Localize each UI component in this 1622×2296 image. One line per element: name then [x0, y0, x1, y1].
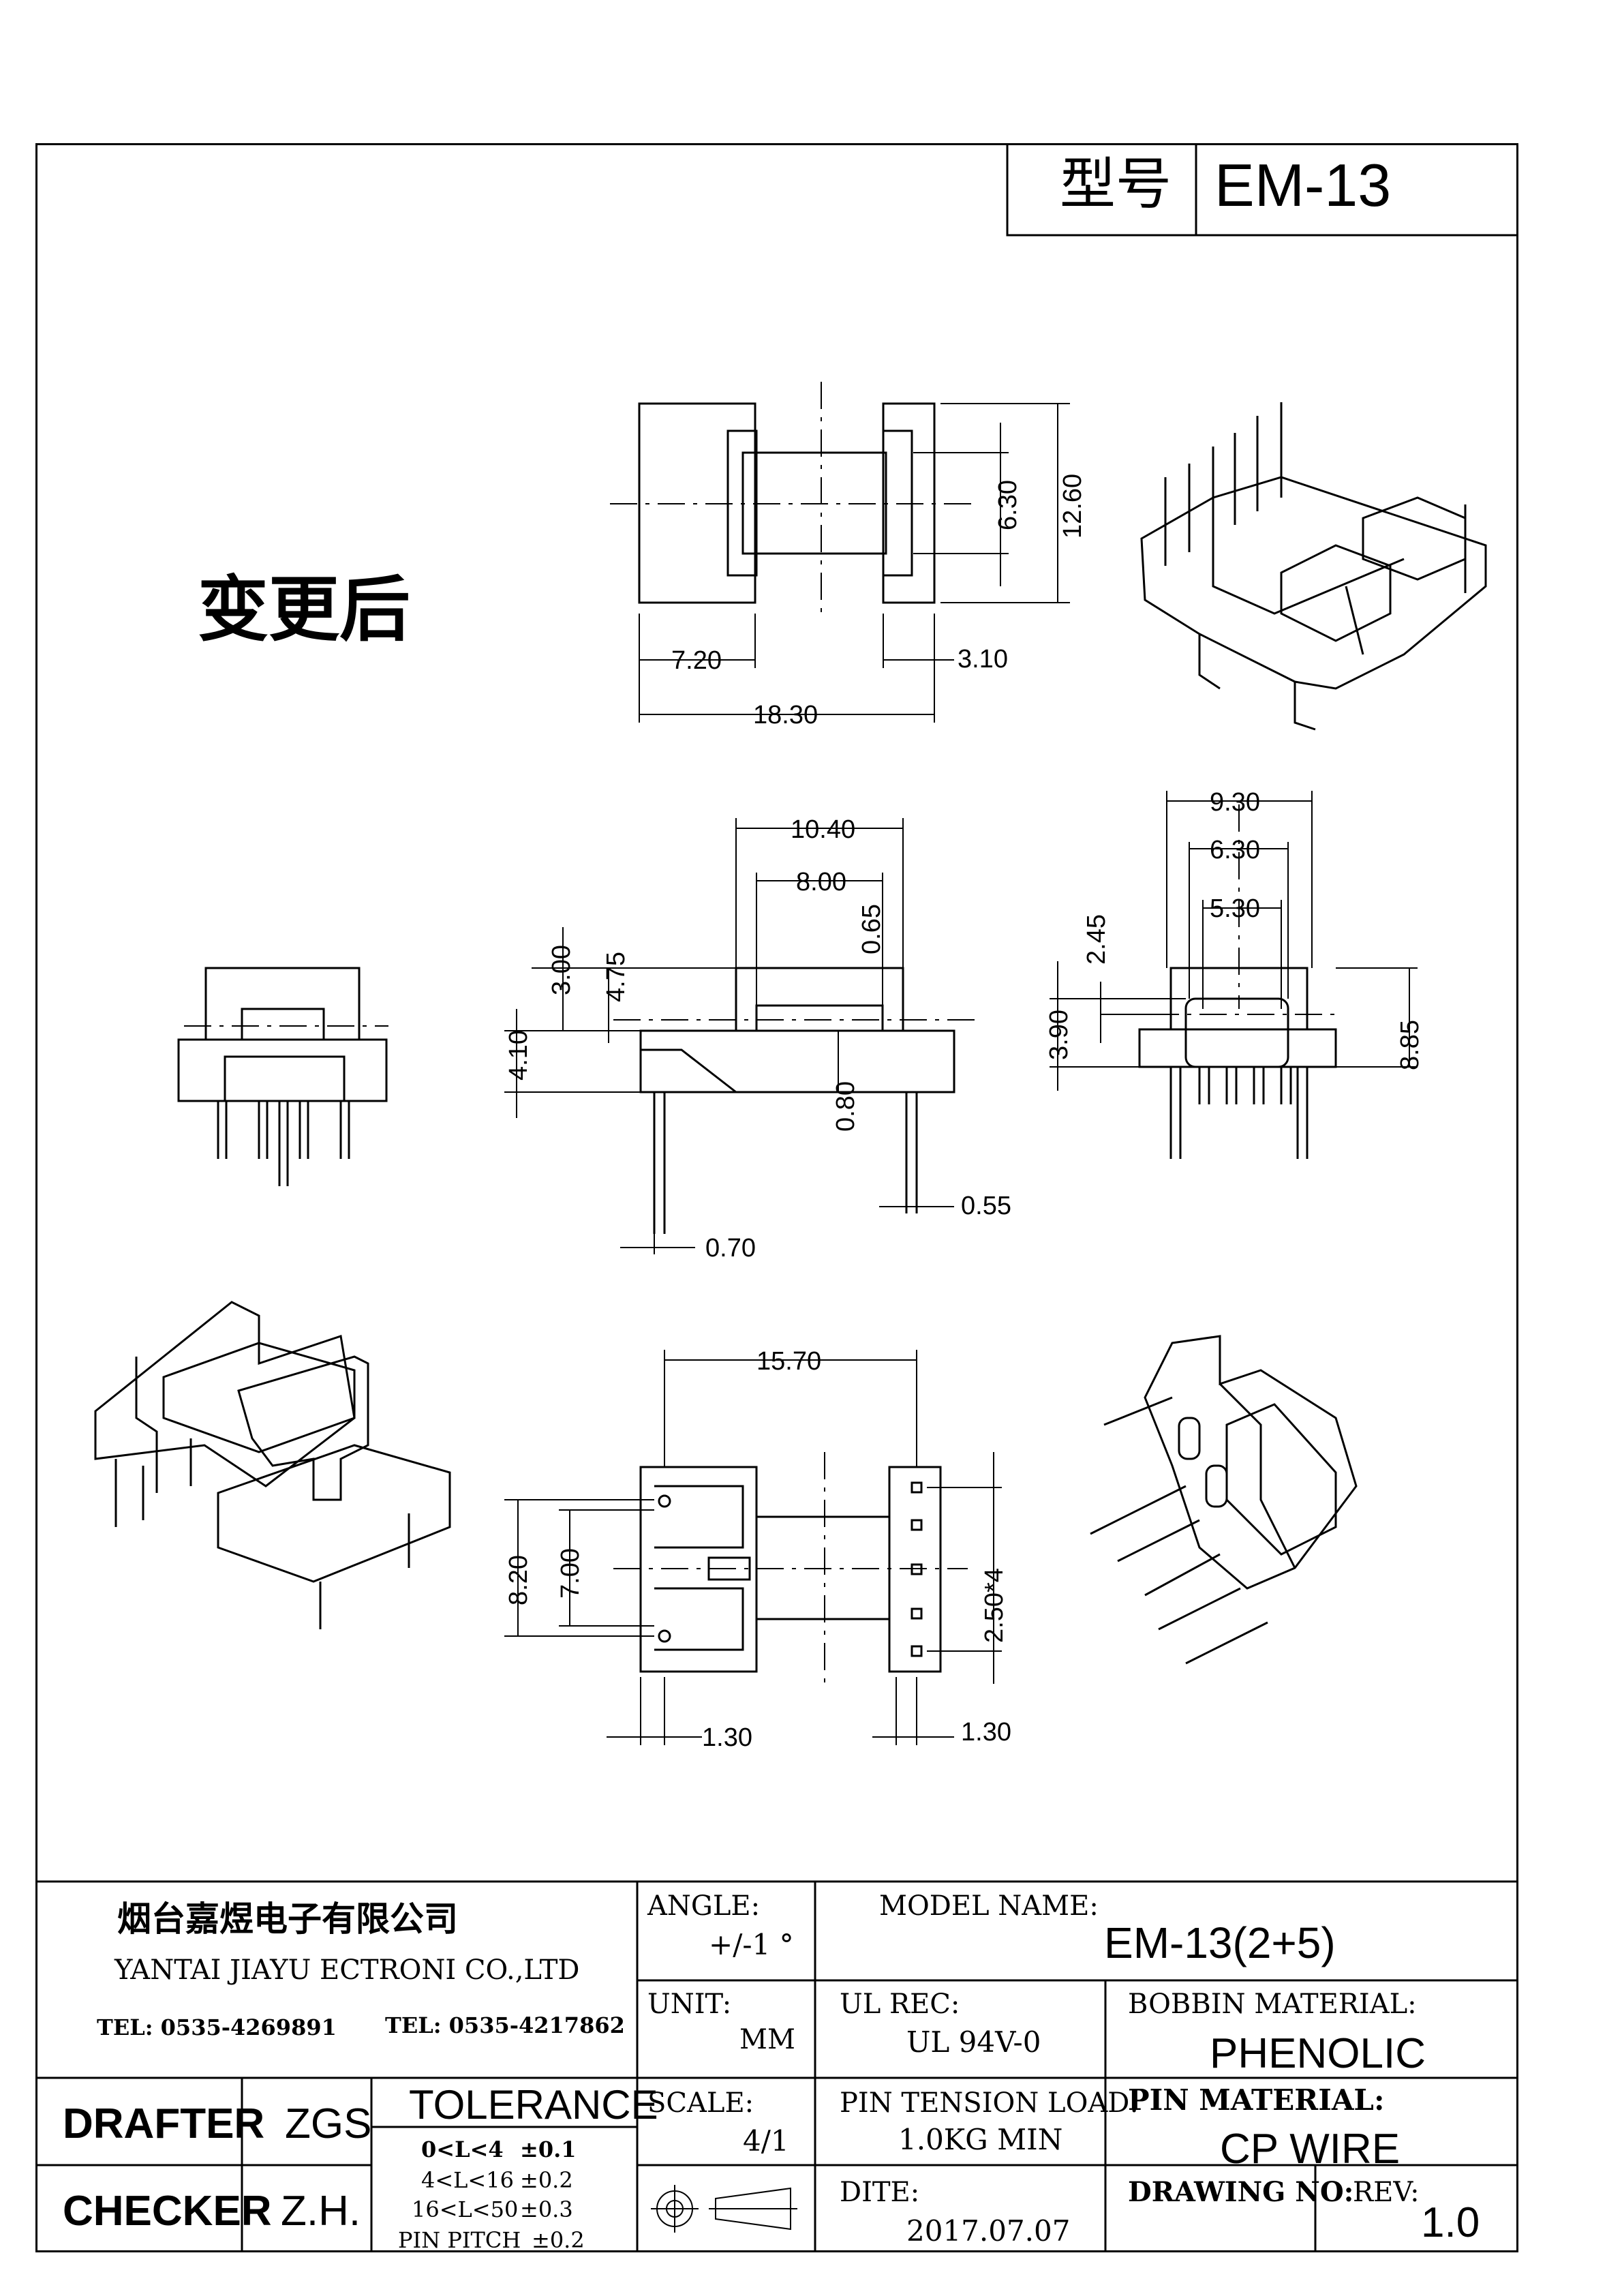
bobbin-material-label: BOBBIN MATERIAL: — [1128, 1989, 1417, 2020]
ul-label: UL REC: — [840, 1989, 960, 2020]
dim-R: 3.90 — [1045, 1010, 1073, 1060]
dim-A: 12.60 — [1058, 473, 1087, 539]
title-block-lines — [35, 1880, 1518, 2252]
tol-range-2: 4<L<16 — [421, 2167, 514, 2193]
front-view-small — [177, 967, 388, 1186]
angle-value: +/-1 ° — [709, 1928, 794, 1961]
dim-top-height: 3.00 — [547, 945, 576, 995]
tol-range-3: 16<L<50 — [412, 2196, 519, 2222]
dim-S: 8.85 — [1396, 1020, 1424, 1070]
model-name-value: EM-13(2+5) — [1104, 1918, 1336, 1967]
rev-label: REV: — [1353, 2177, 1420, 2208]
dim-O: 6.30 — [1210, 836, 1260, 864]
tol-value-4: ±0.2 — [532, 2227, 585, 2253]
tolerance-label: TOLERANCE — [409, 2082, 658, 2128]
date-label: DITE: — [840, 2177, 920, 2208]
tel-2: TEL: 0535-4217862 — [385, 2012, 625, 2038]
dim-D: 7.20 — [671, 646, 722, 675]
dim-B: 6.30 — [994, 480, 1022, 530]
iso-view-bottom-left — [94, 1301, 451, 1629]
pin-material-value: CP WIRE — [1220, 2126, 1401, 2173]
dim-M: 0.70 — [705, 1234, 756, 1263]
tol-range-1: 0<L<4 — [421, 2136, 504, 2162]
scale-label: SCALE: — [647, 2087, 754, 2119]
rev-value: 1.0 — [1421, 2199, 1480, 2246]
dim-K: 0.80 — [831, 1081, 860, 1132]
bobbin-material-value: PHENOLIC — [1210, 2030, 1426, 2077]
dim-W: 1.30 — [702, 1723, 752, 1752]
checker-label: CHECKER — [63, 2188, 272, 2235]
dim-U: 8.20 — [504, 1555, 533, 1605]
revision-note: 变更后 — [198, 568, 411, 651]
dim-G: 8.00 — [796, 868, 846, 896]
tol-value-1: ±0.1 — [520, 2136, 577, 2162]
bottom-view — [504, 1350, 1002, 1745]
pin-tension-label: PIN TENSION LOAD: — [840, 2087, 1139, 2119]
side-view-middle — [504, 818, 975, 1254]
dim-V: 7.00 — [556, 1548, 585, 1599]
unit-value: MM — [739, 2024, 795, 2055]
scale-value: 4/1 — [743, 2124, 789, 2158]
side-view-right — [1050, 791, 1418, 1159]
dim-N: 9.30 — [1210, 788, 1260, 817]
dim-I: 4.75 — [602, 952, 630, 1002]
tol-range-4: PIN PITCH — [398, 2227, 521, 2253]
drafter-value: ZGS — [285, 2100, 372, 2147]
pin-tension-value: 1.0KG MIN — [898, 2123, 1063, 2156]
iso-view-top — [1140, 402, 1487, 731]
drawing-no-label: DRAWING NO: — [1128, 2176, 1354, 2208]
unit-label: UNIT: — [647, 1989, 732, 2020]
model-value: EM-13 — [1214, 151, 1392, 219]
tol-value-3: ±0.3 — [520, 2196, 573, 2222]
dim-X: 1.30 — [961, 1718, 1011, 1747]
checker-value: Z.H. — [281, 2188, 361, 2235]
dim-Y: 2.50*4 — [980, 1568, 1009, 1643]
dim-F: 10.40 — [791, 815, 856, 844]
dim-P: 5.30 — [1210, 894, 1260, 923]
tel-1: TEL: 0535-4269891 — [97, 2014, 337, 2040]
dim-C: 3.10 — [958, 645, 1008, 674]
iso-view-bottom-right — [1090, 1335, 1358, 1665]
ul-value: UL 94V-0 — [906, 2025, 1041, 2059]
dim-E: 18.30 — [753, 701, 818, 729]
date-value: 2017.07.07 — [906, 2214, 1071, 2248]
tol-value-2: ±0.2 — [520, 2167, 573, 2193]
drawing-frame — [35, 143, 1518, 2252]
dim-T: 15.70 — [756, 1347, 822, 1376]
drafter-label: DRAFTER — [63, 2100, 265, 2147]
model-name-label: MODEL NAME: — [879, 1890, 1099, 1922]
top-view — [610, 382, 1070, 723]
dim-Q: 2.45 — [1082, 914, 1111, 965]
dim-J: 4.10 — [504, 1030, 533, 1081]
company-name-en: YANTAI JIAYU ECTRONI CO.,LTD — [114, 1954, 580, 1986]
header-box — [1006, 143, 1518, 237]
pin-material-label: PIN MATERIAL: — [1128, 2083, 1385, 2117]
company-name-cn: 烟台嘉煜电子有限公司 — [117, 1899, 458, 1939]
dim-H: 0.65 — [857, 904, 886, 954]
model-label: 型号 — [1060, 152, 1172, 217]
angle-label: ANGLE: — [647, 1890, 761, 1922]
dim-L: 0.55 — [961, 1192, 1011, 1220]
